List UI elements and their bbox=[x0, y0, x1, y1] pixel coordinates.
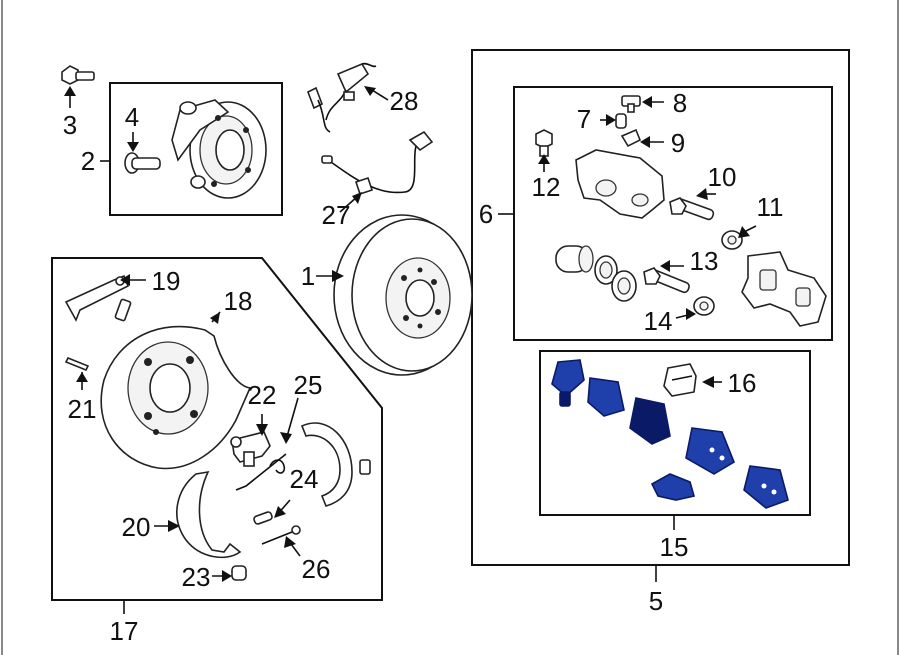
callout-24: 24 bbox=[290, 464, 319, 494]
pad-clip-part bbox=[650, 473, 696, 501]
callout-25: 25 bbox=[294, 370, 323, 400]
brake-shoe-right-part bbox=[300, 422, 353, 507]
hub-bolt-part bbox=[61, 65, 95, 85]
callout-6: 6 bbox=[479, 199, 493, 229]
callout-26: 26 bbox=[302, 554, 331, 584]
brake-pad-set-part bbox=[551, 359, 789, 509]
callout-18: 18 bbox=[224, 286, 253, 316]
callout-2: 2 bbox=[81, 146, 95, 176]
adjuster-cap-part bbox=[231, 565, 247, 581]
callout-4: 4 bbox=[125, 102, 139, 132]
hub-group-box bbox=[109, 82, 283, 216]
guide-pin-upper-part bbox=[669, 197, 715, 221]
bleeder-cap-part bbox=[615, 113, 627, 129]
guide-pin-lower-part bbox=[643, 267, 690, 294]
callout-8: 8 bbox=[673, 88, 687, 118]
guide-pin-boot-upper-part bbox=[721, 230, 743, 250]
caliper-housing-part bbox=[575, 149, 665, 219]
caliper-bracket-part bbox=[741, 251, 827, 327]
retaining-clip-part bbox=[64, 356, 90, 372]
callout-14: 14 bbox=[644, 306, 673, 336]
abutment-clip-part bbox=[663, 363, 697, 397]
callout-15: 15 bbox=[660, 532, 689, 562]
brake-rotor-part bbox=[333, 214, 473, 376]
parking-cable-part bbox=[321, 130, 434, 196]
callout-21: 21 bbox=[68, 394, 97, 424]
bleeder-screw-part bbox=[621, 95, 641, 113]
callout-27: 27 bbox=[322, 200, 351, 230]
hold-down-spring-part bbox=[253, 511, 301, 545]
callout-20: 20 bbox=[122, 512, 151, 542]
caliper-piston-part bbox=[555, 245, 637, 302]
pad-kit-box bbox=[539, 350, 811, 516]
return-spring-part bbox=[235, 453, 287, 491]
wheel-speed-sensor-part bbox=[306, 62, 377, 133]
callout-9: 9 bbox=[671, 128, 685, 158]
caliper-bolt-part bbox=[535, 129, 553, 157]
callout-22: 22 bbox=[248, 380, 277, 410]
callout-13: 13 bbox=[690, 246, 719, 276]
bleeder-valve-part bbox=[620, 128, 642, 148]
callout-12: 12 bbox=[532, 172, 561, 202]
callout-28: 28 bbox=[390, 86, 419, 116]
callout-23: 23 bbox=[182, 562, 211, 592]
callout-3: 3 bbox=[63, 110, 77, 140]
guide-pin-boot-lower-part bbox=[693, 296, 715, 316]
callout-11: 11 bbox=[757, 192, 784, 222]
adjuster-part bbox=[230, 431, 271, 467]
callout-19: 19 bbox=[152, 266, 181, 296]
callout-16: 16 bbox=[728, 368, 757, 398]
callout-5: 5 bbox=[649, 586, 663, 616]
callout-17: 17 bbox=[110, 616, 139, 646]
brake-shoe-left-part bbox=[176, 470, 242, 559]
parking-brake-group-box bbox=[51, 257, 383, 601]
callout-1: 1 bbox=[301, 261, 315, 291]
callout-10: 10 bbox=[708, 162, 737, 192]
backing-plate-part bbox=[100, 325, 252, 470]
callout-7: 7 bbox=[577, 104, 591, 134]
wheel-stud-part bbox=[124, 152, 161, 174]
shim-part bbox=[114, 298, 132, 322]
hub-bearing-part bbox=[171, 99, 267, 199]
shoe-block-part bbox=[359, 459, 371, 475]
